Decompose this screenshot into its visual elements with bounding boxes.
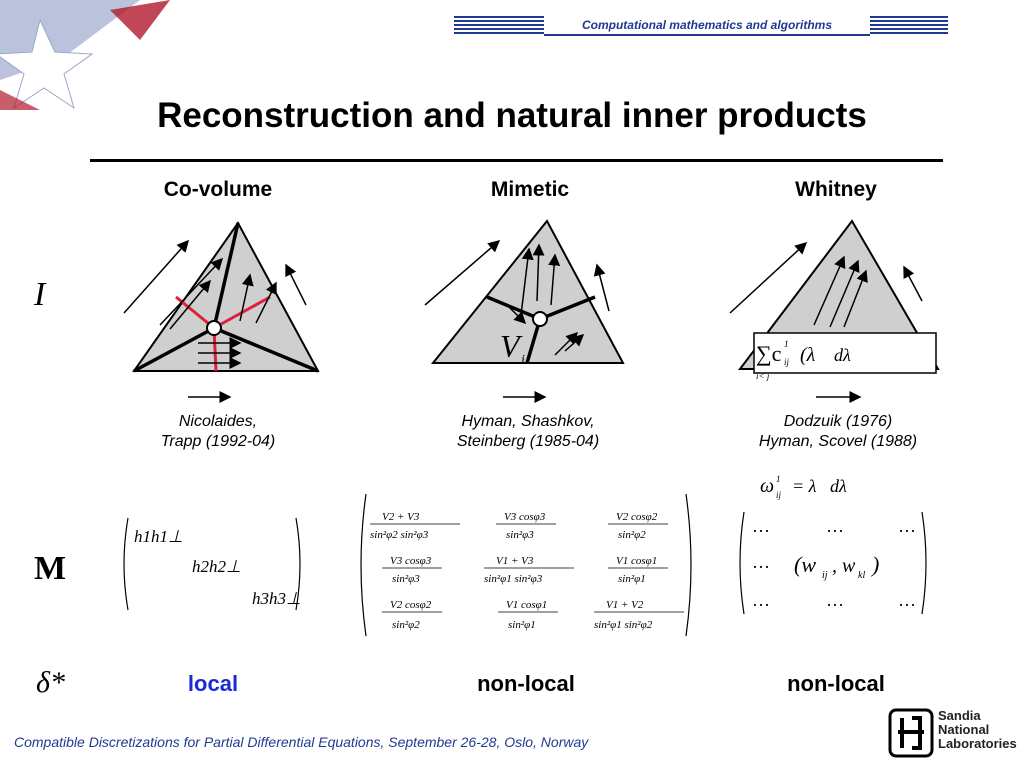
mimetic-triangle — [430, 219, 625, 364]
svg-text:sin²φ1 sin²φ2: sin²φ1 sin²φ2 — [594, 619, 653, 631]
heading-mimetic: Mimetic — [490, 178, 570, 201]
banner-stripes-left — [454, 16, 544, 34]
citation-mimetic: Hyman, Shashkov, Steinberg (1985-04) — [408, 412, 648, 452]
svg-text:): ) — [870, 552, 879, 577]
banner-title: Computational mathematics and algorithms — [544, 16, 870, 36]
svg-text:V1 + V2: V1 + V2 — [606, 599, 644, 611]
mimetic-diagram: V i — [424, 219, 625, 403]
covolume-vertex — [206, 320, 222, 336]
svg-text:V2 + V3: V2 + V3 — [382, 511, 420, 523]
svg-text:V1 cosφ1: V1 cosφ1 — [616, 555, 657, 567]
citation-mimetic-line1: Hyman, Shashkov, — [461, 413, 595, 430]
omega-symbol: ω — [760, 475, 774, 497]
whitney-diagram: ∑c 1 ij i< j (λ dλ — [729, 219, 940, 403]
matrix-entry-1: h1h1⊥ — [134, 527, 183, 546]
delta-result-covolume: local — [187, 671, 239, 696]
mimetic-vertex — [532, 311, 548, 327]
svg-text:sin²φ1: sin²φ1 — [618, 573, 646, 585]
mimetic-vertex-subscript: i — [521, 353, 525, 368]
svg-text:…: … — [898, 516, 916, 536]
svg-text:sin²φ1 sin²φ3: sin²φ1 sin²φ3 — [484, 573, 543, 585]
citation-whitney: Dodzuik (1976) Hyman, Scovel (1988) — [718, 412, 958, 452]
svg-text:sin²φ3: sin²φ3 — [392, 573, 420, 585]
svg-text:…: … — [752, 590, 770, 610]
svg-text:V1 cosφ1: V1 cosφ1 — [506, 599, 547, 611]
matrix-entry-2: h2h2⊥ — [192, 557, 241, 576]
citation-whitney-line2: Hyman, Scovel (1988) — [758, 433, 918, 450]
svg-text:sin²φ2: sin²φ2 — [392, 619, 420, 631]
whitney-form-rest: dλ — [834, 345, 851, 365]
svg-text:…: … — [826, 516, 844, 536]
covolume-diagram — [123, 221, 320, 403]
whitney-sum: ∑c — [756, 341, 782, 366]
matrix-entry-3: h3h3⊥ — [252, 589, 301, 608]
svg-text:…: … — [898, 590, 916, 610]
omega-rest: dλ — [830, 476, 847, 496]
citation-covolume-line1: Nicolaides, — [178, 413, 258, 430]
omega-sup: 1 — [776, 474, 781, 484]
svg-text:ij: ij — [822, 570, 828, 581]
whitney-matrix: … … … … … … … (w ij , w kl ) — [739, 511, 927, 615]
sandia-logo-text: Sandia National Laboratories — [938, 708, 1017, 751]
whitney-sum-range: i< j — [756, 371, 770, 381]
citation-covolume-line2: Trapp (1992-04) — [160, 433, 276, 450]
covolume-triangle — [132, 221, 320, 372]
whitney-form: (λ — [800, 344, 816, 366]
svg-text:sin²φ1: sin²φ1 — [508, 619, 536, 631]
row-label-matrix: M — [34, 550, 67, 587]
citation-whitney-line1: Dodzuik (1976) — [783, 413, 893, 430]
svg-text:…: … — [826, 590, 844, 610]
covolume-matrix: h1h1⊥ h2h2⊥ h3h3⊥ — [123, 517, 301, 611]
svg-text:sin²φ2: sin²φ2 — [618, 529, 646, 541]
svg-text:kl: kl — [858, 570, 865, 581]
heading-whitney: Whitney — [795, 178, 877, 201]
svg-text:, w: , w — [832, 555, 856, 577]
slide-title: Reconstruction and natural inner product… — [157, 96, 867, 135]
citation-covolume: Nicolaides, Trapp (1992-04) — [98, 412, 338, 452]
row-label-adjoint: δ* — [36, 666, 65, 699]
delta-result-whitney: non-local — [787, 671, 885, 696]
svg-text:V3 cosφ3: V3 cosφ3 — [390, 555, 432, 567]
whitney-sum-sub: ij — [784, 357, 790, 367]
footer-conference: Compatible Discretizations for Partial D… — [14, 734, 589, 750]
sandia-logo-icon — [888, 708, 934, 758]
row-label-reconstruction: I — [34, 276, 46, 313]
corner-star-graphic — [0, 0, 170, 110]
svg-text:…: … — [752, 552, 770, 572]
whitney-matrix-entry: (w — [794, 552, 816, 577]
svg-text:V1 + V3: V1 + V3 — [496, 555, 534, 567]
heading-covolume: Co-volume — [163, 178, 273, 201]
svg-text:V3 cosφ3: V3 cosφ3 — [504, 511, 546, 523]
mimetic-vertex-label: V — [500, 328, 523, 364]
title-rule — [90, 159, 943, 162]
omega-rhs: = λ — [792, 476, 817, 496]
svg-text:sin²φ3: sin²φ3 — [506, 529, 534, 541]
mimetic-matrix: V2 + V3 sin²φ2 sin²φ3 V3 cosφ3 sin²φ3 V2… — [360, 493, 692, 637]
svg-text:V2 cosφ2: V2 cosφ2 — [390, 599, 432, 611]
citation-mimetic-line2: Steinberg (1985-04) — [456, 433, 600, 450]
whitney-sum-sup: 1 — [784, 339, 789, 349]
banner-stripes-right — [870, 16, 948, 34]
omega-definition: ω 1 ij = λ dλ — [760, 474, 847, 500]
omega-sub: ij — [776, 490, 782, 500]
svg-text:sin²φ2 sin²φ3: sin²φ2 sin²φ3 — [370, 529, 429, 541]
svg-text:…: … — [752, 516, 770, 536]
svg-text:V2 cosφ2: V2 cosφ2 — [616, 511, 658, 523]
whitney-formula-box — [753, 332, 937, 374]
delta-result-mimetic: non-local — [477, 671, 575, 696]
